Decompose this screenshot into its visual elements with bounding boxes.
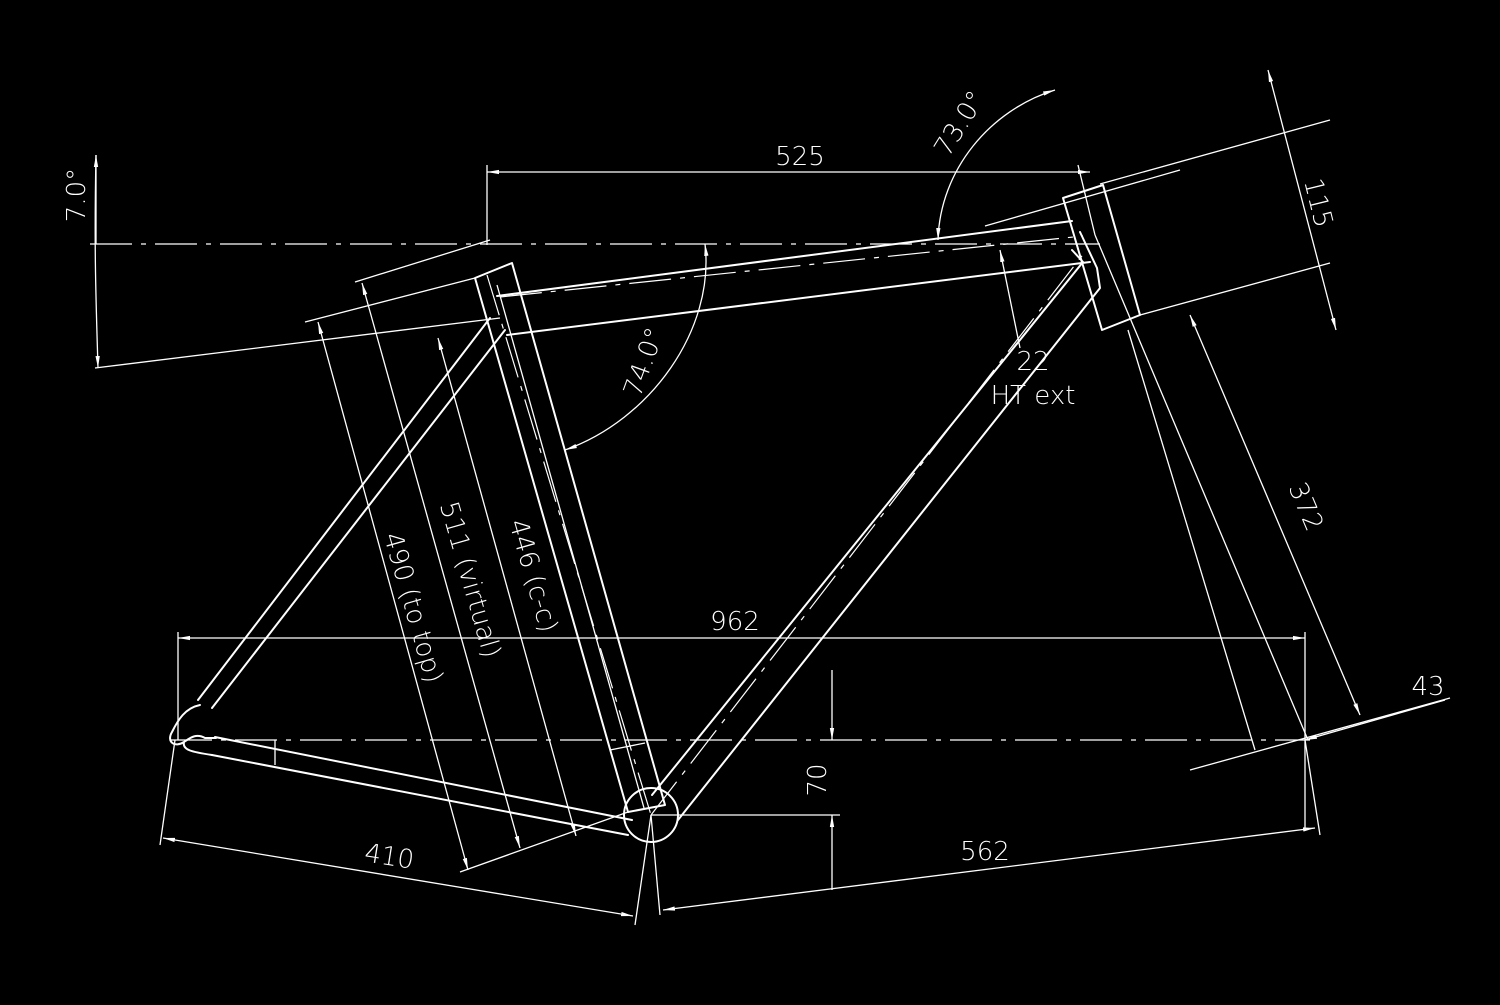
rear-dropout (169, 704, 217, 756)
dim-fork-offset (1304, 699, 1446, 741)
ext-fork-offset (1189, 697, 1451, 771)
dim-front-center (662, 827, 1316, 911)
top-tube-centerline (499, 235, 1084, 298)
label-head-tube: 115 (1297, 175, 1338, 230)
ext-seat-to-top (304, 277, 476, 323)
dim-ht-ext (999, 249, 1021, 349)
head-tube (1062, 184, 1141, 331)
label-bb-drop: 70 (803, 763, 833, 796)
fork-line-b (1094, 234, 1309, 741)
dimension-lines (93, 69, 1446, 917)
chain-stay-upper (214, 736, 633, 821)
dim-head-angle-arc (936, 89, 1056, 241)
label-seat-cc: 446 (c-c) (502, 516, 563, 636)
dim-seat-angle-arc (564, 243, 709, 451)
top-tube-upper (496, 220, 1073, 297)
frame (169, 184, 1309, 843)
ext-bb-tick (609, 742, 646, 751)
down-tube-upper (677, 231, 1101, 821)
top-tube-lower (506, 261, 1091, 336)
ext-ht-ext (984, 169, 1181, 227)
label-seat-virtual: 511 (virtual) (433, 498, 506, 661)
ext-frontcenter-bb (650, 814, 661, 916)
label-head-angle: 73.0° (929, 86, 992, 162)
extension-lines (94, 119, 1451, 926)
ext-seat-bottom (459, 811, 629, 873)
ext-seat-virtual-top (354, 239, 491, 283)
label-chainstay: 410 (362, 838, 416, 875)
dim-seat-cc (437, 337, 577, 837)
label-front-center: 562 (960, 837, 1010, 867)
fork-line-a (1127, 329, 1256, 751)
down-tube-lower (651, 249, 1084, 796)
dim-head-tube (1267, 69, 1337, 331)
dim-seat-to-top (317, 321, 469, 871)
down-tube-centerline (650, 247, 1089, 816)
label-ht-ext-text: HT ext (991, 381, 1076, 411)
label-top-tube: 525 (775, 142, 825, 172)
label-fork-length: 372 (1282, 478, 1329, 535)
label-fork-offset: 43 (1411, 672, 1444, 702)
label-top-slope: 7.0° (62, 168, 92, 222)
centerlines (90, 235, 1310, 816)
ext-head-top (1077, 164, 1096, 236)
label-ht-ext: 22 (1016, 347, 1049, 377)
dim-fork-length (1189, 314, 1361, 716)
ext-chainstay-rear (159, 739, 176, 846)
chain-stay-lower (211, 754, 629, 836)
ext-frontcenter-axle (1304, 739, 1321, 836)
seat-tube (474, 262, 666, 813)
label-wheelbase: 962 (710, 607, 760, 637)
ext-ht-bottom (1139, 262, 1331, 316)
label-seat-angle: 74.0° (618, 324, 670, 401)
ext-chainstay-bb (634, 814, 652, 926)
dim-chainstay (162, 837, 634, 917)
